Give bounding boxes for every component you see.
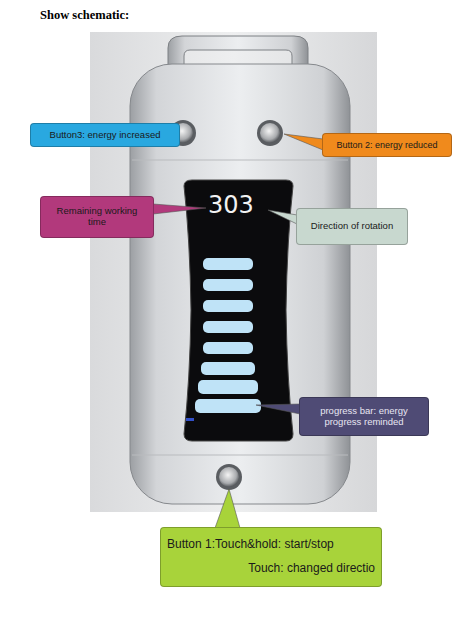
- callout-box: Button 1:Touch&hold: start/stopTouch: ch…: [160, 527, 382, 587]
- page-title: Show schematic:: [40, 8, 129, 23]
- callout-pointer: [284, 134, 323, 150]
- callout-pointer: [215, 489, 240, 528]
- screen-indicator: [186, 418, 194, 421]
- button-ring: [257, 120, 283, 146]
- button: [219, 467, 239, 487]
- button-ring: [216, 464, 242, 490]
- callout-text: Remaining working time: [47, 206, 147, 228]
- progress-bar: [203, 258, 253, 270]
- callout-text: Button 2: energy reduced: [329, 140, 445, 150]
- display-screen: [184, 180, 293, 441]
- progress-bar: [203, 279, 253, 291]
- callout-pointer: [153, 204, 206, 214]
- timer-readout: 303: [208, 191, 254, 219]
- callout-text: Button 1:Touch&hold: start/stop: [167, 538, 375, 552]
- seam-line: [132, 160, 348, 161]
- progress-bar: [203, 321, 253, 333]
- callout-box: Direction of rotation: [296, 208, 408, 245]
- callout-box: Remaining working time: [40, 196, 154, 238]
- progress-bar: [201, 362, 255, 375]
- seam-line: [132, 455, 348, 456]
- callout-box: progress bar: energy progress reminded: [299, 397, 429, 436]
- progress-bars: [195, 258, 261, 413]
- callout-text: Touch: changed directio: [167, 562, 375, 576]
- callout-text: Direction of rotation: [303, 221, 401, 232]
- callout-box: Button3: energy increased: [30, 123, 180, 147]
- callout-pointer: [268, 210, 297, 224]
- callout-text: progress bar: energy progress reminded: [306, 406, 422, 428]
- photo-background: [90, 32, 377, 512]
- callout-pointer: [256, 404, 300, 414]
- progress-bar: [195, 399, 261, 413]
- button: [260, 123, 280, 143]
- progress-bar: [203, 300, 253, 312]
- callout-box: Button 2: energy reduced: [322, 133, 452, 157]
- progress-bar: [198, 380, 258, 394]
- callout-text: Button3: energy increased: [37, 130, 173, 141]
- progress-bar: [203, 342, 253, 354]
